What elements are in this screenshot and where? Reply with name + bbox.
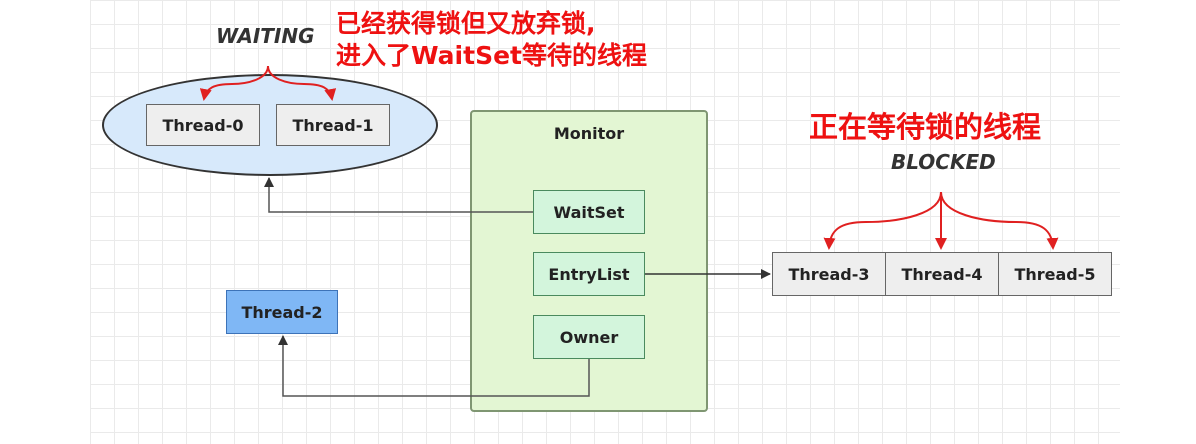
blocked-state-label: BLOCKED <box>891 150 996 174</box>
thread-2-box: Thread-2 <box>226 290 338 334</box>
owner-slot: Owner <box>533 315 645 359</box>
owner-to-thread-2-arrow <box>278 335 590 397</box>
blocked-note: 正在等待锁的线程 <box>809 110 1042 144</box>
monitor-title: Monitor <box>553 124 625 143</box>
waitset-to-waiting-arrow <box>264 177 533 213</box>
blocked-red-brace <box>823 191 1059 250</box>
entrylist-slot: EntryList <box>533 252 645 296</box>
canvas-margin-left <box>0 0 90 444</box>
waiting-note-line1: 已经获得锁但又放弃锁, <box>336 9 596 38</box>
thread-3-box: Thread-3 <box>772 252 886 296</box>
waitset-slot: WaitSet <box>533 190 645 234</box>
waiting-note-line2: 进入了WaitSet等待的线程 <box>336 41 647 70</box>
thread-1-box: Thread-1 <box>276 104 390 146</box>
waiting-red-brace <box>199 65 337 101</box>
thread-0-box: Thread-0 <box>146 104 260 146</box>
waiting-state-label: WAITING <box>216 24 315 48</box>
canvas-margin-right <box>1120 0 1196 444</box>
thread-4-box: Thread-4 <box>885 252 999 296</box>
thread-5-box: Thread-5 <box>998 252 1112 296</box>
